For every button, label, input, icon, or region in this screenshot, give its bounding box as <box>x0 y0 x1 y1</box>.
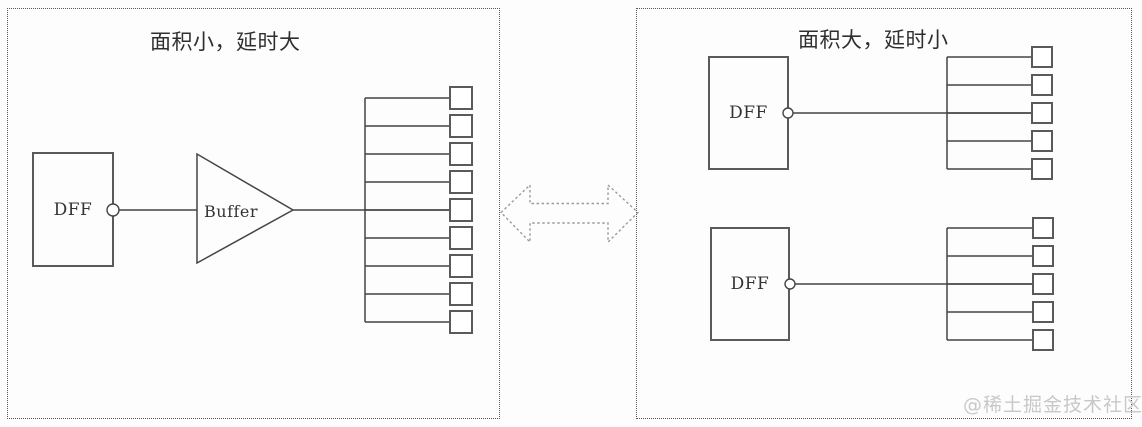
load-cell <box>1031 74 1053 96</box>
buffer-triangle-icon <box>196 152 295 265</box>
load-cell <box>1032 273 1054 295</box>
load-cell <box>1031 102 1053 124</box>
dff-box <box>710 227 790 341</box>
load-cell <box>449 254 473 278</box>
left-fanout <box>364 86 473 334</box>
right-panel-title: 面积大，延时小 <box>798 28 949 52</box>
load-cell <box>1032 217 1054 239</box>
load-cell <box>449 310 473 334</box>
right-upper-fanout <box>946 46 1053 180</box>
dff-box <box>708 56 789 170</box>
load-cell <box>449 226 473 250</box>
left-panel-title: 面积小，延时大 <box>150 30 301 54</box>
right-upper-circuit <box>708 46 1053 180</box>
right-lower-fanout <box>946 217 1054 351</box>
load-cell <box>1032 329 1054 351</box>
load-cell <box>449 282 473 306</box>
load-cell <box>1031 130 1053 152</box>
load-cell <box>1032 301 1054 323</box>
load-cell <box>449 114 473 138</box>
output-bubble-icon <box>106 203 120 217</box>
double-headed-arrow-icon <box>500 183 640 244</box>
dff-box <box>32 152 114 267</box>
output-bubble-icon <box>784 278 796 290</box>
load-cell <box>1032 245 1054 267</box>
load-cell <box>449 170 473 194</box>
load-cell <box>1031 46 1053 68</box>
left-circuit <box>32 86 473 334</box>
load-cell <box>1031 158 1053 180</box>
watermark-text: @稀土掘金技术社区 <box>963 394 1142 416</box>
load-cell <box>449 198 473 222</box>
right-lower-circuit <box>710 217 1054 351</box>
load-cell <box>449 86 473 110</box>
left-panel-frame <box>7 8 500 419</box>
load-cell <box>449 142 473 166</box>
output-bubble-icon <box>782 107 794 119</box>
